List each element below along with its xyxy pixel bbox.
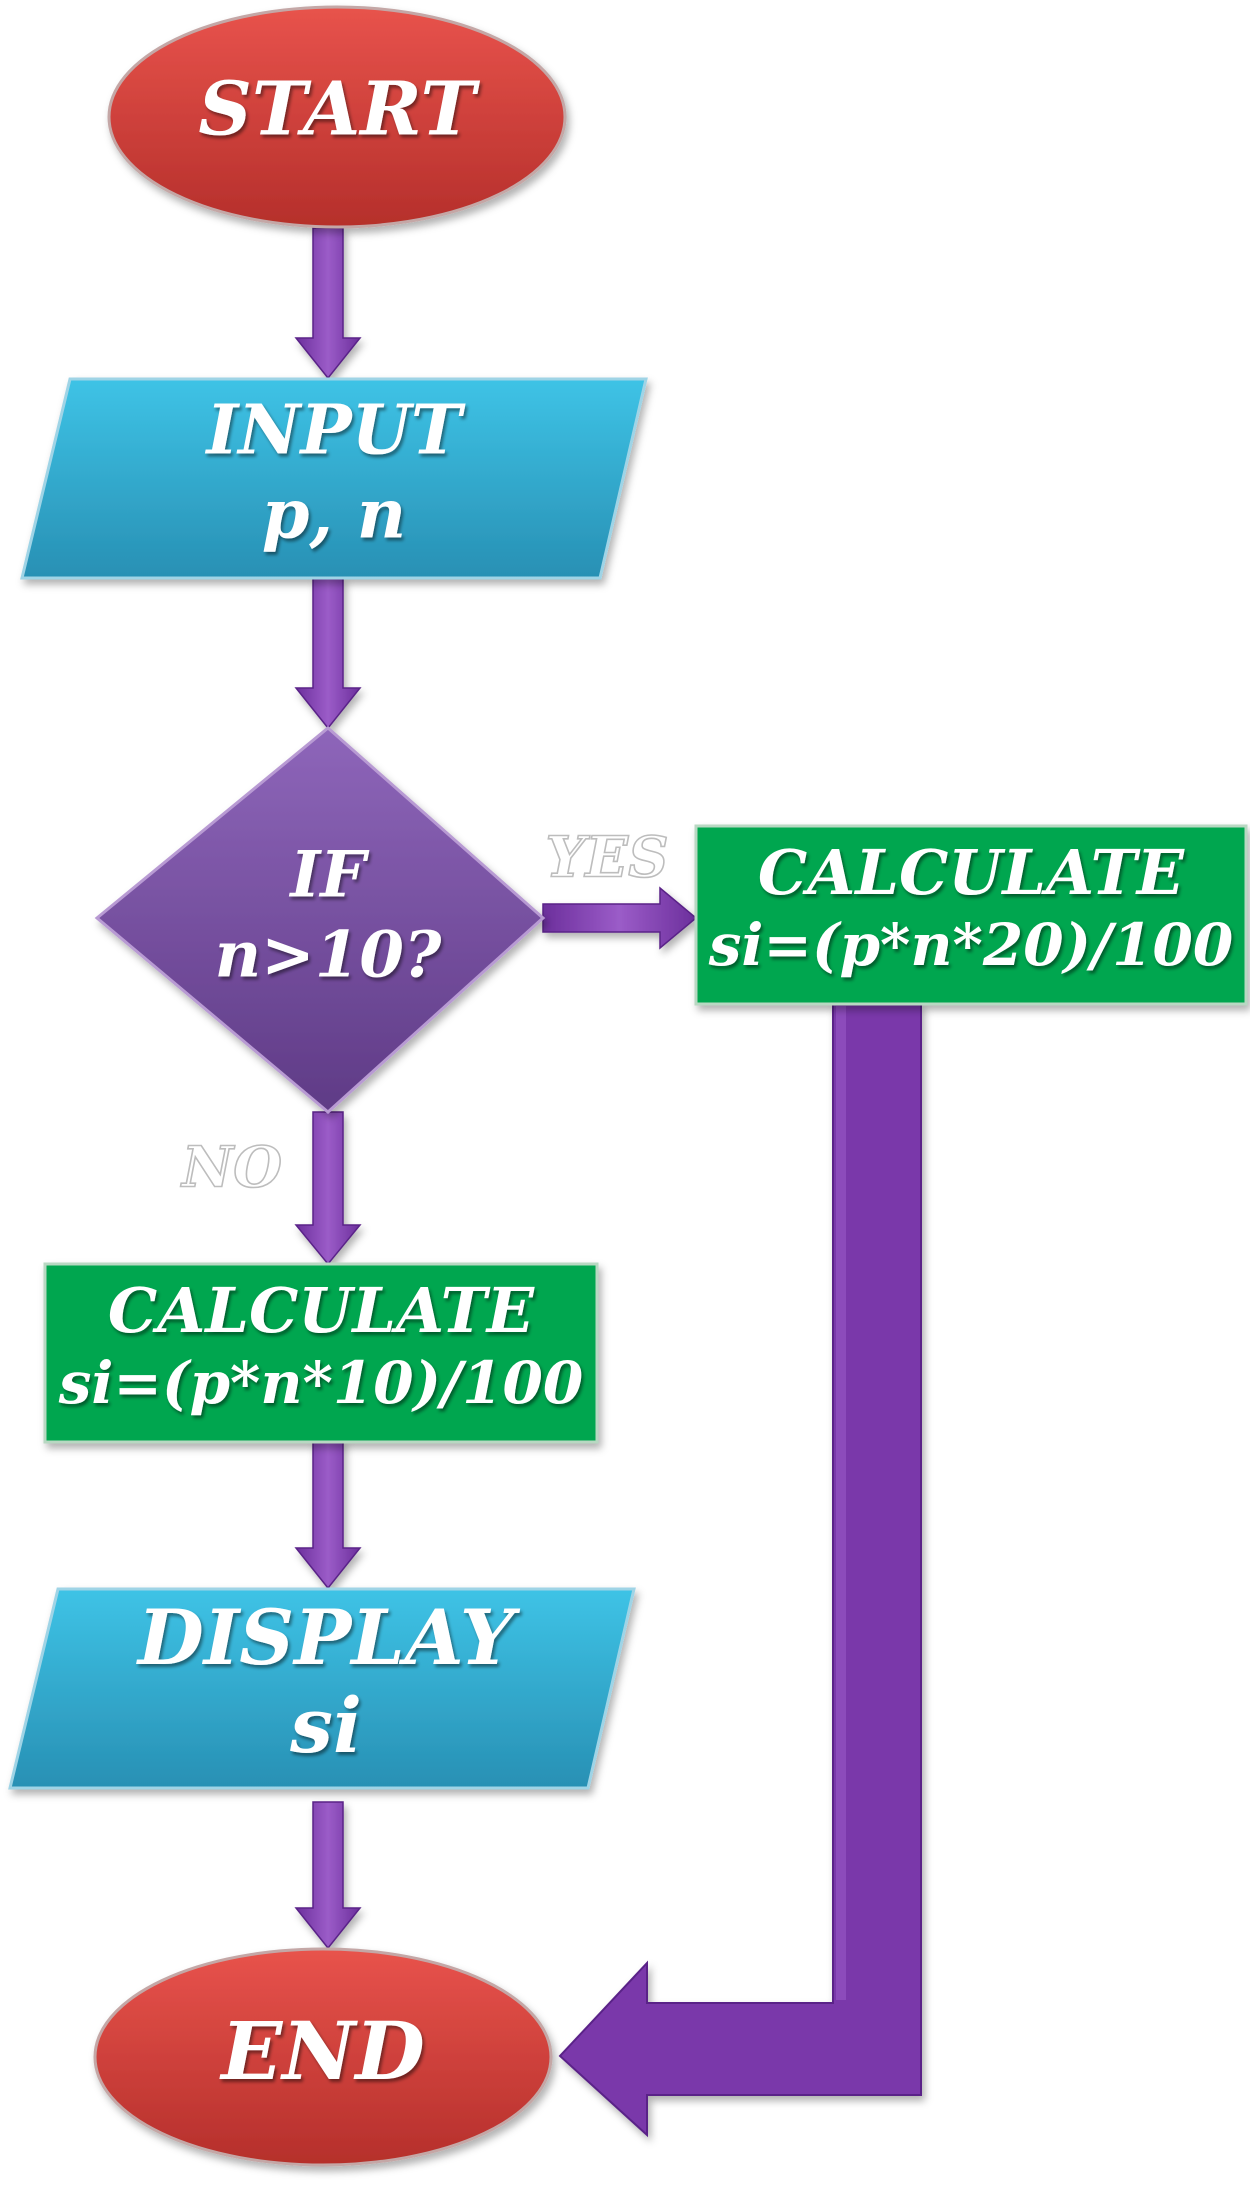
calc-yes-process-node	[694, 824, 1248, 1006]
calc-yes-label-line1: CALCULATE	[758, 836, 1185, 909]
input-label-line1: INPUT	[205, 391, 466, 471]
calc-yes-label-line2: si=(p*n*20)/100	[708, 911, 1234, 979]
input-io-node	[20, 377, 648, 580]
decision-label-line2: n>10?	[215, 918, 442, 993]
display-label-line2: si	[289, 1681, 362, 1770]
yes-edge-label: YES	[545, 825, 668, 891]
start-terminal	[107, 5, 567, 229]
calc-no-label-line2: si=(p*n*10)/100	[58, 1349, 584, 1417]
end-label: END	[219, 2004, 424, 2098]
display-label-line1: DISPLAY	[136, 1593, 521, 1682]
arrow-calc-no-to-display	[294, 1439, 362, 1590]
input-label-line2: p, n	[262, 475, 406, 555]
end-terminal	[93, 1947, 553, 2167]
arrow-start-to-input	[294, 227, 362, 380]
decision-label-line1: IF	[288, 838, 370, 913]
display-io-node	[8, 1587, 636, 1790]
calc-no-process-node	[43, 1262, 599, 1444]
arrow-decision-to-calc-no	[294, 1111, 362, 1266]
decision-node	[94, 726, 546, 1114]
arrow-input-to-decision	[294, 577, 362, 730]
arrow-calc-yes-to-end	[558, 1003, 922, 2138]
no-edge-label: NO	[180, 1135, 282, 1201]
arrow-display-to-end	[294, 1801, 362, 1950]
arrow-decision-to-calc-yes	[542, 886, 698, 950]
start-label: START	[198, 67, 480, 153]
calc-no-label-line1: CALCULATE	[108, 1274, 535, 1347]
